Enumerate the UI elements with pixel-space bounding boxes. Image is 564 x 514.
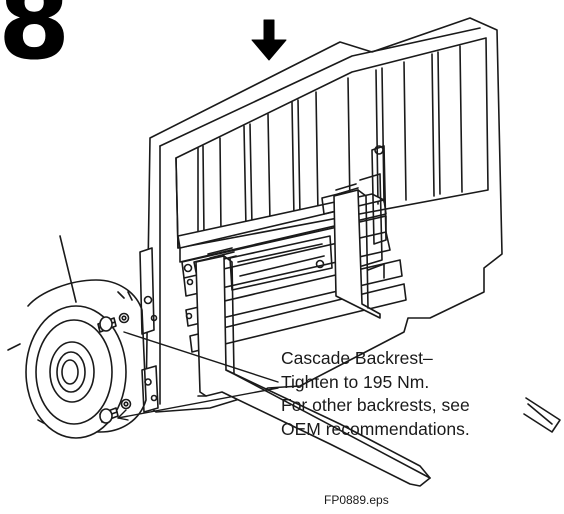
load-backrest-frame — [145, 17, 503, 413]
callout-line-2: Tighten to 195 Nm. — [281, 371, 430, 392]
callout-leader-lines — [117, 331, 279, 421]
callout-line-4: OEM recommendations. — [281, 418, 470, 439]
bolt-icon — [97, 312, 130, 333]
wheel-assembly — [7, 235, 147, 439]
bolt-icon-lower — [99, 398, 132, 424]
fork-left — [195, 255, 431, 487]
callout-line-1: Cascade Backrest– — [281, 348, 433, 368]
fork-right — [333, 189, 561, 433]
figure-id: FP0889.eps — [324, 493, 389, 507]
callout-line-3: For other backrests, see — [281, 395, 470, 415]
arrow-down-icon — [251, 19, 287, 61]
step-number: 8 — [0, 0, 70, 83]
torque-callout: Cascade Backrest– Tighten to 195 Nm. For… — [281, 347, 470, 441]
